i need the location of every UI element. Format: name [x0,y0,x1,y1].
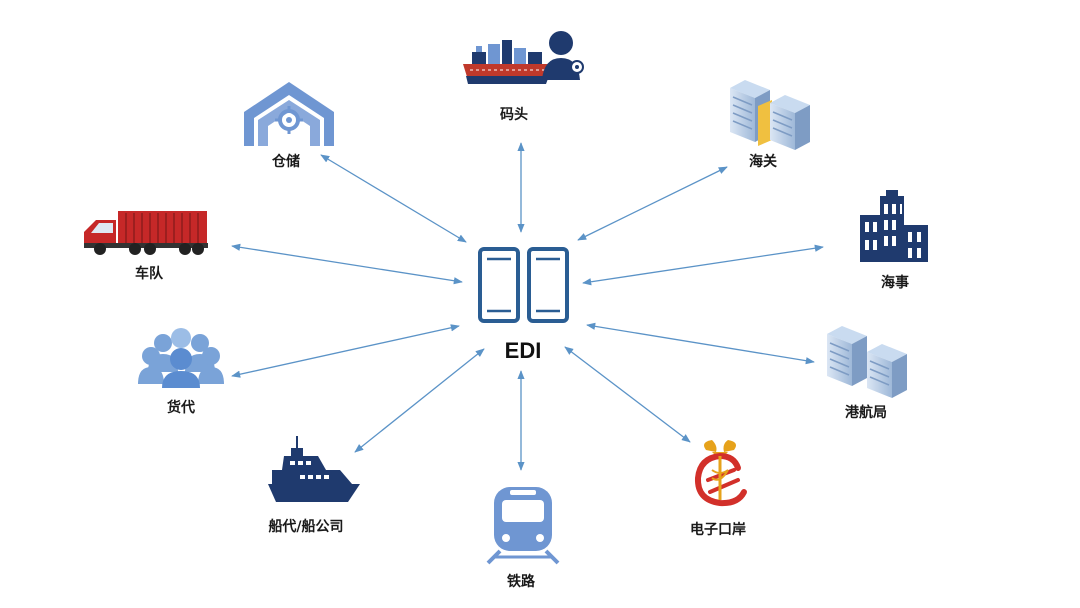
connector-forwarder [231,324,460,378]
connector-shipping-agent [354,348,485,453]
connectors [231,142,824,471]
warehouse-icon [244,82,334,146]
node-label-railway: 铁路 [507,574,535,590]
container-truck-icon [84,211,208,255]
people-group-icon [138,328,224,388]
node-label-fleet: 车队 [135,266,163,282]
node-label-warehouse: 仓储 [272,154,300,170]
connector-maritime [582,244,824,286]
node-label-e-port: 电子口岸 [690,522,746,538]
cargo-ship-with-person-icon [463,31,584,84]
node-label-maritime: 海事 [881,275,909,291]
ship-icon [268,436,360,502]
node-label-forwarder: 货代 [167,400,195,416]
node-label-shipping-agent: 船代/船公司 [268,519,344,535]
server-buildings-icon-port [827,326,907,398]
center-label-edi: EDI [504,338,542,363]
connector-customs [577,166,728,241]
e-port-emblem-icon [694,440,747,507]
node-label-port-bureau: 港航局 [845,405,887,421]
connector-fleet [231,243,463,285]
server-buildings-icon [730,80,810,150]
node-label-customs: 海关 [749,154,777,170]
connector-port-bureau [586,322,815,365]
edi-documents-icon [478,247,569,323]
office-building-icon [860,190,928,262]
connector-e-port [564,346,691,443]
connector-warehouse [320,154,467,243]
node-label-wharf: 码头 [500,107,528,123]
train-icon [486,487,560,565]
